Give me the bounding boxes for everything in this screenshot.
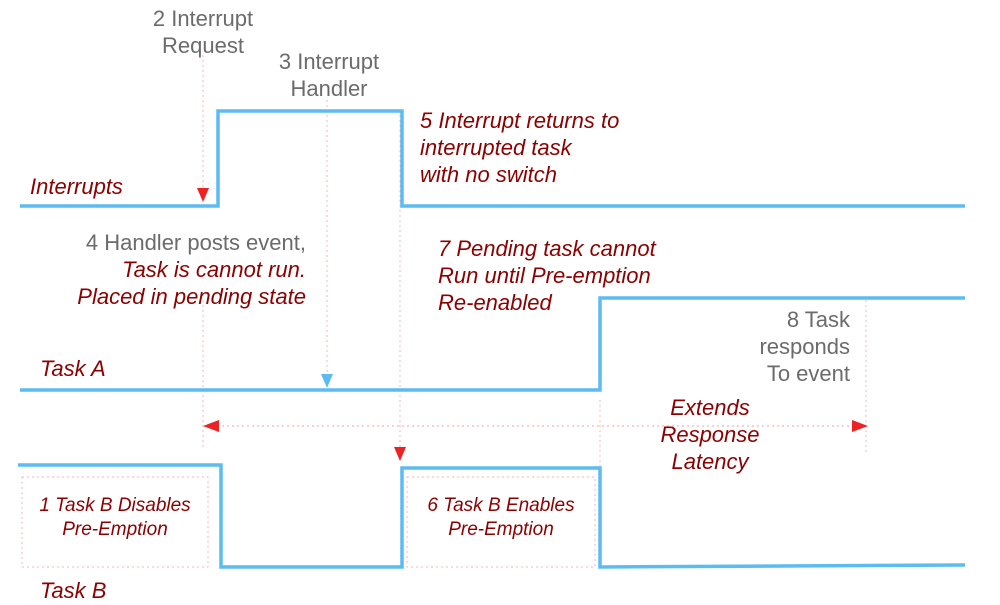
task-b-enables-label: 6 Task B Enables Pre-Emption: [427, 495, 575, 540]
extends-latency-label: Extends Response Latency: [660, 395, 760, 474]
task-responds-label: 8 Task responds To event: [759, 307, 850, 386]
interrupts-trace: [20, 109, 965, 208]
task-b-disables-label: 1 Task B Disables Pre-Emption: [39, 495, 191, 540]
interrupt-returns-label: 5 Interrupt returns to interrupted task …: [420, 108, 620, 187]
latency-left-arrow-icon: [203, 420, 219, 432]
handler-posts-label: 4 Handler posts event, Task is cannot ru…: [77, 230, 306, 309]
interrupt-request-arrow-icon: [197, 188, 209, 202]
task-b-trace: [18, 463, 966, 569]
interrupts-row-label: Interrupts: [30, 174, 123, 199]
task-a-row-label: Task A: [40, 356, 106, 381]
task-a-trace: [20, 296, 965, 392]
task-b-enable-arrow-icon: [394, 447, 406, 461]
latency-right-arrow-icon: [852, 420, 868, 432]
task-b-row-label: Task B: [40, 578, 107, 603]
signal-traces: [18, 109, 966, 569]
pending-task-label: 7 Pending task cannot Run until Pre-empt…: [438, 236, 656, 315]
interrupt-handler-label: 3 Interrupt Handler: [278, 49, 380, 101]
handler-posts-arrow-icon: [321, 374, 333, 388]
interrupt-request-label: 2 Interrupt Request: [152, 6, 254, 58]
